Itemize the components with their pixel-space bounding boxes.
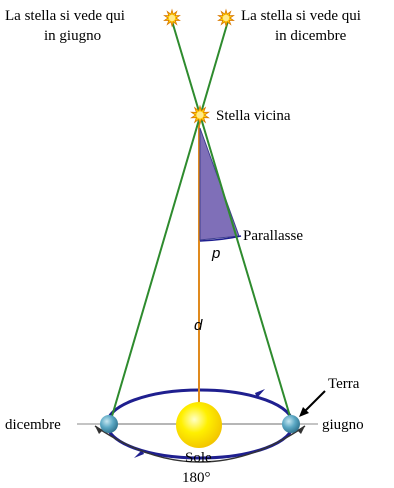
sightline-june — [172, 21, 292, 423]
label-p: p — [211, 245, 220, 262]
label-parallax: Parallasse — [243, 228, 303, 244]
star-june-icon — [164, 10, 179, 26]
earth-pointer-line — [303, 391, 325, 413]
star-near-icon — [191, 106, 208, 124]
label-earth: Terra — [328, 376, 360, 392]
star-december-icon — [218, 10, 233, 26]
label-star-december-line2: in dicembre — [275, 28, 347, 44]
label-angle-180: 180° — [182, 470, 211, 486]
earth-december — [100, 415, 118, 433]
label-d: d — [194, 317, 203, 334]
label-star-june-line1: La stella si vede qui — [5, 8, 125, 24]
label-star-june-line2: in giugno — [44, 28, 101, 44]
label-near-star: Stella vicina — [216, 108, 291, 124]
label-december: dicembre — [5, 417, 61, 433]
label-june: giugno — [322, 417, 364, 433]
label-star-december-line1: La stella si vede qui — [241, 8, 361, 24]
earth-june — [282, 415, 300, 433]
label-sun: Sole — [185, 450, 212, 466]
sun — [176, 402, 222, 448]
